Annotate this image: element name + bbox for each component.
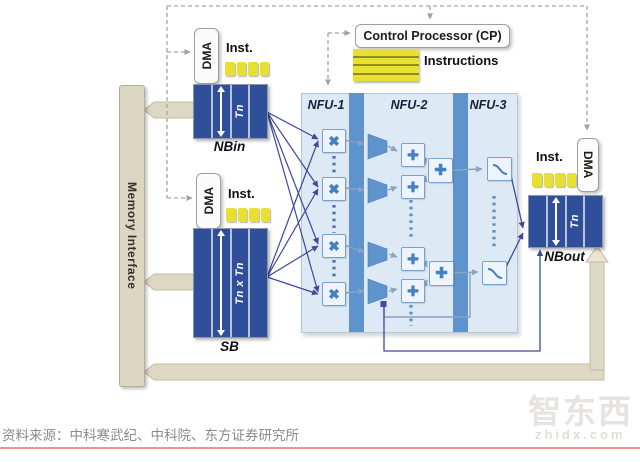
dma-box-sb: DMA bbox=[196, 173, 221, 229]
nbout-label: NBout bbox=[544, 249, 585, 264]
inst-slot bbox=[260, 208, 270, 222]
dma-label: DMA bbox=[581, 151, 595, 179]
instruction-bar bbox=[353, 66, 419, 73]
buffer-bank: Tn bbox=[231, 85, 249, 138]
instruction-stack bbox=[353, 49, 419, 81]
dma-label: DMA bbox=[199, 42, 214, 70]
inst-label: Inst. bbox=[226, 40, 253, 55]
adder-icon: ✚ bbox=[407, 283, 419, 299]
instruction-bar bbox=[353, 57, 419, 64]
footer-rule bbox=[0, 447, 640, 449]
memory-interface-label: Memory Interface bbox=[125, 182, 139, 290]
multiplier-unit: ✖ bbox=[322, 282, 346, 306]
memory-interface-bar: Memory Interface bbox=[119, 85, 145, 387]
dma-label: DMA bbox=[201, 187, 216, 215]
buffer-bank bbox=[194, 85, 211, 138]
instructions-label: Instructions bbox=[424, 53, 499, 68]
nfu-stage-1-label: NFU-1 bbox=[307, 98, 345, 112]
source-citation: 资料来源：中科寒武纪、中科院、东方证券研究所 bbox=[2, 428, 299, 443]
sigmoid-unit bbox=[482, 261, 507, 285]
multiplier-icon: ✖ bbox=[328, 133, 340, 149]
bidirectional-arrow-icon bbox=[551, 197, 560, 246]
inst-slot bbox=[566, 173, 576, 187]
sb-buffer: Tn x Tn bbox=[193, 228, 268, 338]
sigmoid-unit bbox=[487, 157, 512, 181]
multiplier-icon: ✖ bbox=[328, 238, 340, 254]
nfu-stage-3-label: NFU-3 bbox=[469, 98, 507, 112]
adder-tree-unit: ✚ bbox=[429, 261, 454, 286]
inst-slot bbox=[249, 208, 259, 222]
adder-icon: ✚ bbox=[407, 147, 419, 163]
inst-slot bbox=[226, 208, 236, 222]
adder-icon: ✚ bbox=[435, 265, 448, 282]
buffer-bank bbox=[250, 85, 267, 138]
multiplier-icon: ✖ bbox=[328, 286, 340, 302]
control-processor-box: Control Processor (CP) bbox=[355, 24, 510, 48]
inst-queue bbox=[532, 173, 576, 187]
watermark-domain: zhidx.com bbox=[535, 427, 626, 442]
nfu-stage-divider-bar bbox=[349, 93, 364, 332]
buffer-bank bbox=[212, 85, 230, 138]
dma-box-nbin: DMA bbox=[194, 28, 219, 84]
multiplier-unit: ✖ bbox=[322, 234, 346, 258]
buffer-bank bbox=[250, 229, 267, 337]
buffer-bank bbox=[585, 196, 602, 247]
inst-label: Inst. bbox=[228, 186, 255, 201]
multiplier-unit: ✖ bbox=[322, 129, 346, 153]
nbin-label: NBin bbox=[213, 139, 246, 154]
adder-unit: ✚ bbox=[401, 247, 425, 271]
inst-slot bbox=[259, 62, 269, 76]
nfu-stage-divider-bar bbox=[453, 93, 468, 332]
bidirectional-arrow-icon bbox=[216, 230, 225, 336]
inst-slot bbox=[532, 173, 542, 187]
inst-slot bbox=[236, 62, 246, 76]
buffer-size-label: Tn bbox=[568, 214, 581, 229]
inst-slot bbox=[555, 173, 565, 187]
sigmoid-icon bbox=[492, 163, 507, 175]
inst-queue bbox=[225, 62, 269, 76]
adder-unit: ✚ bbox=[401, 143, 425, 167]
buffer-bank bbox=[547, 196, 565, 247]
sb-label: SB bbox=[220, 339, 239, 354]
buffer-size-label: Tn bbox=[233, 104, 246, 119]
watermark-logo: 智东西 bbox=[528, 393, 633, 430]
nbout-buffer: Tn bbox=[528, 195, 603, 248]
adder-icon: ✚ bbox=[434, 162, 447, 179]
adder-unit: ✚ bbox=[401, 175, 425, 199]
inst-queue bbox=[226, 208, 270, 222]
buffer-bank bbox=[194, 229, 211, 337]
multiplier-unit: ✖ bbox=[322, 177, 346, 201]
adder-icon: ✚ bbox=[407, 251, 419, 267]
buffer-bank: Tn x Tn bbox=[231, 229, 249, 337]
instruction-bar bbox=[353, 49, 419, 56]
sigmoid-icon bbox=[487, 267, 502, 279]
buffer-bank bbox=[529, 196, 546, 247]
instruction-bar bbox=[353, 74, 419, 81]
inst-slot bbox=[225, 62, 235, 76]
adder-tree-unit: ✚ bbox=[428, 158, 453, 183]
nfu-stage-2-label: NFU-2 bbox=[390, 98, 428, 112]
control-processor-label: Control Processor (CP) bbox=[363, 29, 502, 43]
inst-slot bbox=[543, 173, 553, 187]
inst-slot bbox=[237, 208, 247, 222]
multiplier-icon: ✖ bbox=[328, 181, 340, 197]
adder-unit: ✚ bbox=[401, 279, 425, 303]
bidirectional-arrow-icon bbox=[216, 86, 225, 137]
dma-box-nbout: DMA bbox=[577, 138, 599, 192]
adder-icon: ✚ bbox=[407, 179, 419, 195]
inst-slot bbox=[248, 62, 258, 76]
buffer-bank bbox=[212, 229, 230, 337]
buffer-bank: Tn bbox=[566, 196, 584, 247]
nbin-buffer: Tn bbox=[193, 84, 268, 139]
buffer-size-label: Tn x Tn bbox=[233, 261, 246, 305]
inst-label: Inst. bbox=[536, 149, 563, 164]
